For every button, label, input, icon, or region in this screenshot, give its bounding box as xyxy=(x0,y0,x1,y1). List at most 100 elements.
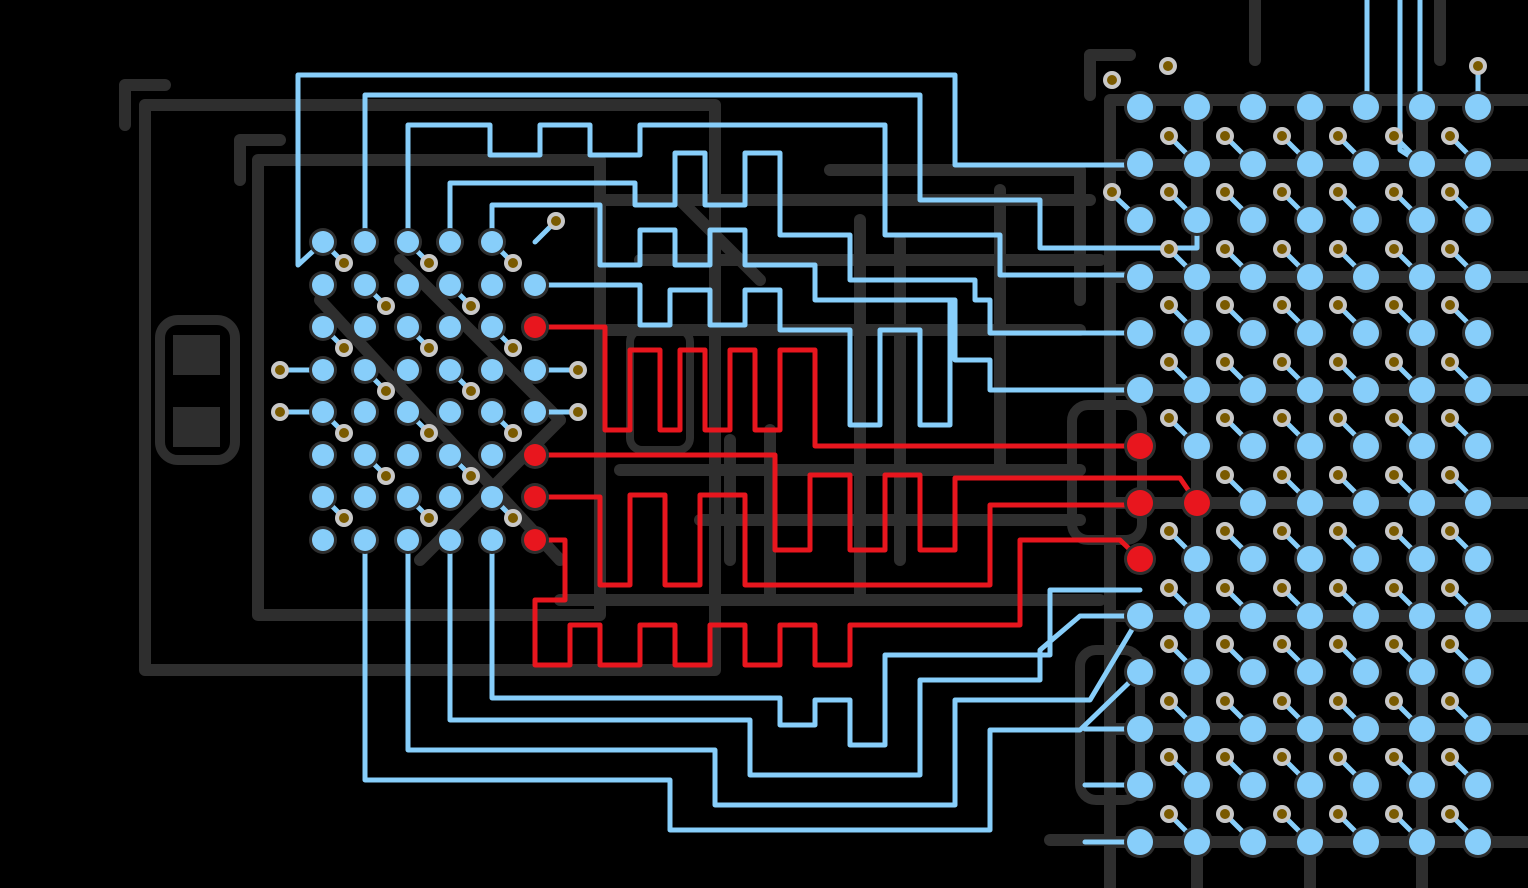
via-hole xyxy=(1107,187,1117,197)
via-hole xyxy=(1445,300,1455,310)
signal-trace xyxy=(405,537,1143,808)
via-hole xyxy=(1277,131,1287,141)
via-hole xyxy=(1164,639,1174,649)
bga-pad xyxy=(1127,659,1153,685)
via-hole xyxy=(1277,526,1287,536)
bga-pad xyxy=(1240,772,1266,798)
via-hole xyxy=(1164,583,1174,593)
bga-pad xyxy=(354,486,376,508)
bga-pad xyxy=(1353,264,1379,290)
via-hole xyxy=(1389,413,1399,423)
bga-pad xyxy=(1184,377,1210,403)
bga-pad xyxy=(1127,151,1153,177)
via-hole xyxy=(508,343,518,353)
via-hole xyxy=(1220,244,1230,254)
bga-pad xyxy=(397,231,419,253)
via-hole xyxy=(1389,696,1399,706)
bga-pad xyxy=(439,359,461,381)
via-hole xyxy=(1333,300,1343,310)
bga-pad xyxy=(1127,377,1153,403)
via-hole xyxy=(551,216,561,226)
bga-pad xyxy=(1353,829,1379,855)
bga-pad xyxy=(439,486,461,508)
via-hole xyxy=(1164,752,1174,762)
via-hole xyxy=(1277,583,1287,593)
connector-pin xyxy=(173,335,220,375)
signal-trace xyxy=(532,282,953,428)
bga-pad xyxy=(1465,659,1491,685)
signal-trace xyxy=(362,537,1143,833)
highlighted-trace xyxy=(532,537,1143,668)
bga-pad xyxy=(1184,207,1210,233)
bga-pad xyxy=(1465,151,1491,177)
bga-pad xyxy=(1409,94,1435,120)
bga-pad xyxy=(1240,264,1266,290)
bga-pad xyxy=(1127,320,1153,346)
via-hole xyxy=(1164,413,1174,423)
bga-pad xyxy=(524,401,546,423)
bga-pad xyxy=(1409,433,1435,459)
via-hole xyxy=(1389,187,1399,197)
bga-pad xyxy=(1353,490,1379,516)
via-hole xyxy=(1333,413,1343,423)
via-hole xyxy=(424,513,434,523)
bga-pad xyxy=(1240,603,1266,629)
via-hole xyxy=(1389,809,1399,819)
bga-pad xyxy=(481,529,503,551)
bga-pad xyxy=(1184,716,1210,742)
via-hole xyxy=(573,407,583,417)
bga-pad xyxy=(1353,320,1379,346)
bga-pad xyxy=(1184,659,1210,685)
signal-trace xyxy=(447,150,1143,336)
via-hole xyxy=(1277,244,1287,254)
bga-pad xyxy=(1409,546,1435,572)
via-hole xyxy=(339,428,349,438)
bga-pad xyxy=(1240,377,1266,403)
via-hole xyxy=(1164,357,1174,367)
via-hole xyxy=(1389,526,1399,536)
via-hole xyxy=(508,258,518,268)
via-hole xyxy=(1333,244,1343,254)
via-hole xyxy=(381,386,391,396)
via-hole xyxy=(424,343,434,353)
highlighted-trace xyxy=(532,492,1143,588)
signal-trace xyxy=(295,72,1143,268)
bga-pad xyxy=(481,316,503,338)
via-hole xyxy=(1333,696,1343,706)
bga-pad xyxy=(1353,151,1379,177)
via-hole xyxy=(1107,75,1117,85)
bga-pad xyxy=(524,359,546,381)
via-hole xyxy=(1333,526,1343,536)
bga-pad xyxy=(397,359,419,381)
bga-pad xyxy=(439,231,461,253)
bga-pad xyxy=(1127,772,1153,798)
bga-pad xyxy=(1297,716,1323,742)
via-hole xyxy=(1220,413,1230,423)
bga-pad xyxy=(524,316,546,338)
bga-pad xyxy=(1465,264,1491,290)
bga-pad xyxy=(1297,320,1323,346)
bga-pad xyxy=(1240,829,1266,855)
bga-pad xyxy=(1127,716,1153,742)
bga-pad xyxy=(481,486,503,508)
bga-pad xyxy=(1409,829,1435,855)
bga-pad xyxy=(439,401,461,423)
via-hole xyxy=(1473,61,1483,71)
bga-pad xyxy=(1184,264,1210,290)
bga-pad xyxy=(312,316,334,338)
via-hole xyxy=(275,407,285,417)
via-hole xyxy=(1277,696,1287,706)
bga-pad xyxy=(524,274,546,296)
via-hole xyxy=(1277,413,1287,423)
via-hole xyxy=(1277,752,1287,762)
via-hole xyxy=(1389,131,1399,141)
via-hole xyxy=(1389,583,1399,593)
signal-trace xyxy=(447,537,1143,778)
via-hole xyxy=(1389,357,1399,367)
signal-trace xyxy=(362,92,1200,251)
bga-pad xyxy=(1409,603,1435,629)
via-hole xyxy=(1277,809,1287,819)
via-hole xyxy=(1445,413,1455,423)
bga-pad xyxy=(1240,207,1266,233)
